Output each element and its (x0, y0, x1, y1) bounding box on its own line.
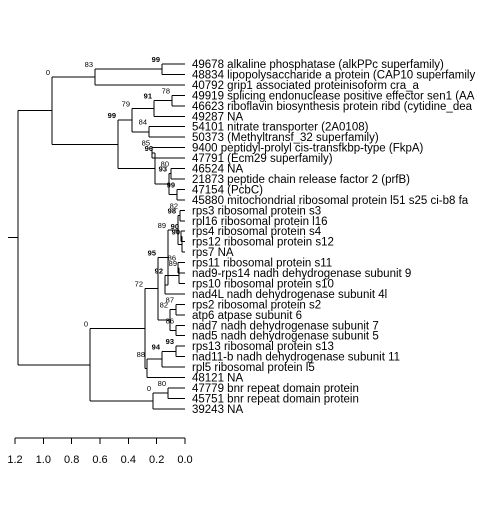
scale-axis: 1.2 1.0 0.8 0.6 0.4 0.2 0.0 (7, 437, 193, 466)
leaf-label: nad11-b nadh dehydrogenase subunit 11 (192, 352, 400, 364)
support-value: 89 (158, 221, 166, 230)
leaf-label: 40792 grip1 associated proteinisoform cr… (192, 80, 420, 92)
axis-tick-label: 0.4 (121, 454, 136, 466)
leaf-label: nad4L nadh dehydrogenase subunit 4l (192, 289, 387, 301)
support-value: 90 (171, 222, 179, 231)
leaf-label: 47791 (Ecm29 superfamily) (192, 153, 333, 165)
support-value: 0 (46, 68, 50, 77)
leaf-label: rps3 ribosomal protein s3 (192, 205, 321, 217)
support-value: 99 (167, 180, 175, 189)
support-value: 80 (158, 379, 166, 388)
support-value: 85 (142, 139, 150, 148)
leaf-label: 9400 peptidyl-prolyl cis-transfkbp-type … (192, 143, 424, 155)
support-value: 99 (108, 111, 116, 120)
leaf-label: 46623 riboflavin biosynthesis protein ri… (192, 101, 473, 113)
support-value: 83 (85, 60, 93, 69)
leaf-label: rps4 ribosomal protein s4 (192, 226, 322, 238)
support-value: 0 (147, 384, 151, 393)
leaf-label: 39243 NA (192, 404, 243, 416)
support-values: 9983789184798580999396990829090988689928… (46, 55, 180, 393)
support-value: 93 (166, 337, 174, 346)
support-value: 95 (148, 248, 156, 257)
leaf-label: 47779 bnr repeat domain protein (192, 383, 359, 395)
support-value: 82 (160, 301, 168, 310)
leaf-label: 48121 NA (192, 373, 243, 385)
leaf-labels: 49678 alkaline phosphatase (alkPPc super… (192, 59, 475, 416)
support-value: 79 (122, 99, 130, 108)
leaf-label: rps11 ribosomal protein s11 (192, 258, 332, 270)
support-value: 93 (159, 165, 167, 174)
axis-tick-label: 1.0 (36, 454, 51, 466)
axis-tick-label: 0.2 (149, 454, 164, 466)
axis-tick-label: 0.8 (64, 454, 79, 466)
leaf-label: rpl16 ribosomal protein l16 (192, 216, 328, 228)
axis-tick-label: 0.6 (92, 454, 107, 466)
support-value: 87 (166, 295, 174, 304)
support-value: 89 (169, 259, 177, 268)
leaf-label: 48834 lipopolysaccharide a protein (CAP1… (192, 69, 475, 81)
support-value: 82 (170, 201, 178, 210)
leaf-label: 45880 mitochondrial ribosomal protein l5… (192, 195, 469, 207)
leaf-label: rps2 ribosomal protein s2 (192, 299, 321, 311)
support-value: 94 (152, 342, 161, 351)
support-value: 78 (162, 86, 170, 95)
support-value: 99 (152, 55, 160, 64)
leaf-label: 50373 (Methyltransf_32 superfamily) (192, 132, 379, 144)
leaf-label: nad9-rps14 nadh dehydrogenase subunit 9 (192, 268, 411, 280)
leaf-label: 46524 NA (192, 164, 243, 176)
leaf-label: 45751 bnr repeat domain protein (192, 393, 359, 405)
leaf-label: 21873 peptide chain release factor 2 (pr… (192, 174, 410, 186)
support-value: 80 (161, 160, 169, 169)
leaf-label: rps12 ribosomal protein s12 (192, 237, 334, 249)
axis-tick-label: 0.0 (177, 454, 192, 466)
support-value: 98 (168, 207, 176, 216)
axis-tick-label: 1.2 (7, 454, 22, 466)
support-value: 90 (172, 227, 180, 236)
leaf-label: nad7 nadh dehydrogenase subunit 7 (192, 320, 379, 332)
leaf-label: 49678 alkaline phosphatase (alkPPc super… (192, 59, 444, 71)
support-value: 91 (144, 92, 152, 101)
leaf-label: rps13 ribosomal protein s13 (192, 341, 334, 353)
leaf-label: rpl5 ribosomal protein l5 (192, 362, 315, 374)
support-value: 86 (166, 316, 174, 325)
support-value: 86 (168, 254, 176, 263)
leaf-label: rps10 ribosomal protein s10 (192, 278, 334, 290)
leaf-label: 49919 splicing endonuclease positive eff… (192, 90, 475, 102)
support-value: 0 (84, 320, 88, 329)
support-value: 84 (139, 118, 147, 127)
leaf-label: nad5 nadh dehydrogenase subunit 5 (192, 331, 379, 343)
support-value: 88 (137, 350, 145, 359)
leaf-label: 54101 nitrate transporter (2A0108) (192, 122, 369, 134)
leaf-label: rps7 NA (192, 247, 234, 259)
leaf-label: 47154 (PcbC) (192, 184, 263, 196)
support-value: 72 (135, 280, 143, 289)
leaf-label: 49287 NA (192, 111, 243, 123)
support-value: 96 (145, 144, 153, 153)
leaf-label: atp6 atpase subunit 6 (192, 310, 302, 322)
support-value: 92 (155, 267, 163, 276)
tree-branches (8, 63, 185, 410)
